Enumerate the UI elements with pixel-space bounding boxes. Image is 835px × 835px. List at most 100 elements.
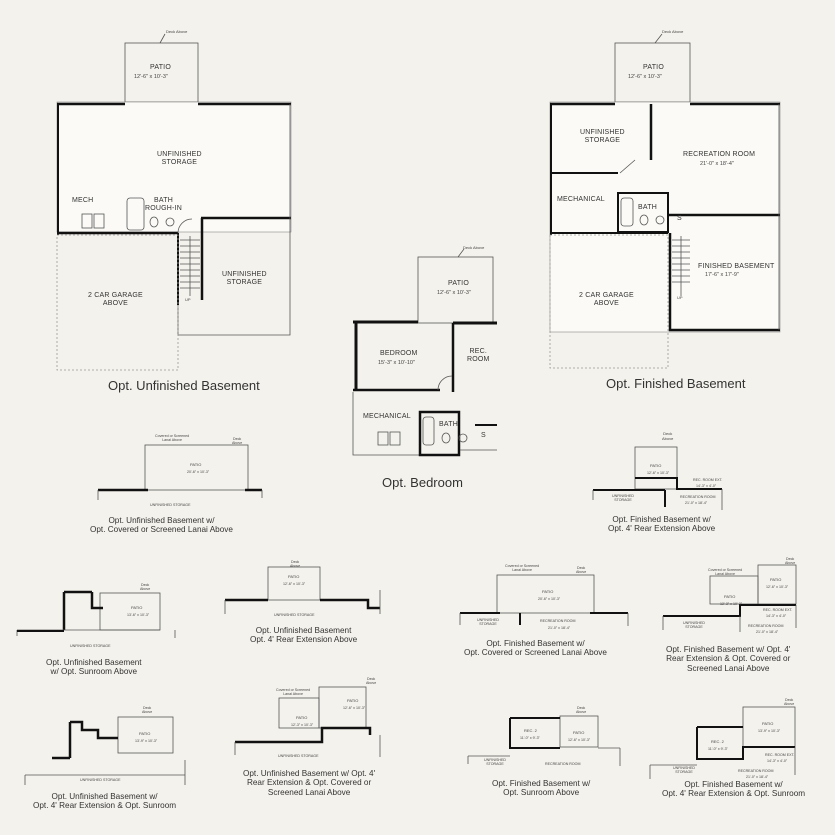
rec-room-ext-dimensions: 14'-3" x 4'-0" xyxy=(767,759,788,763)
deck-above-label: Deck Above xyxy=(576,566,587,575)
rec-room-ext-label: REC. ROOM EXT. xyxy=(763,608,793,612)
deck-above-label: Deck Above xyxy=(366,677,377,686)
plan-bedroom xyxy=(352,248,497,457)
rec-2-label: REC. 2 xyxy=(524,728,537,733)
recreation-room-dimensions: 21'-0" x 18'-4" xyxy=(756,630,779,634)
rec-2-label: REC. 2 xyxy=(711,739,724,744)
finished-basement-label: FINISHED BASEMENT xyxy=(698,263,775,270)
patio-dimensions: 20'-6" x 10'-3" xyxy=(187,470,210,474)
recreation-room-dimensions: 21'-0" x 18'-4" xyxy=(746,775,769,779)
caption-small-plan: Opt. Unfinished Basement w/ Opt. Sunroom… xyxy=(46,658,142,677)
stair-s-label: S xyxy=(481,432,486,439)
patio-label: PATIO xyxy=(347,698,359,703)
unfinished-storage-label: UNFINISHED STORAGE xyxy=(150,503,191,507)
patio-dimensions: 12'-6" x 10'-3" xyxy=(628,74,662,80)
patio-dimensions: 13'-9" x 10'-3" xyxy=(135,739,158,743)
deck-above-label: Deck Above xyxy=(166,29,188,34)
mech-label: MECH xyxy=(72,197,94,204)
caption-small-plan: Opt. Unfinished Basement Opt. 4' Rear Ex… xyxy=(250,626,358,645)
caption-small-plan: Opt. Finished Basement w/ Opt. 4' Rear E… xyxy=(666,645,791,673)
patio-label: PATIO xyxy=(573,730,585,735)
small-plans xyxy=(16,444,797,785)
caption-small-plan: Opt. Finished Basement w/ Opt. Covered o… xyxy=(464,639,607,658)
bedroom-label: BEDROOM xyxy=(380,350,418,357)
patio-label: PATIO xyxy=(650,463,662,468)
bath-rough-in-label: BATH ROUGH-IN xyxy=(145,197,182,213)
rec-room-ext-dimensions: 14'-3" x 4'-0" xyxy=(766,614,787,618)
lanai-above-label: Covered or Screened Lanai Above xyxy=(708,568,743,577)
deck-above-label: Deck Above xyxy=(662,29,684,34)
caption-small-plan: Opt. Finished Basement w/ Opt. 4' Rear E… xyxy=(608,515,716,534)
caption-small-plan: Opt. Finished Basement w/ Opt. Sunroom A… xyxy=(492,779,591,798)
recreation-room-label: RECREATION ROOM xyxy=(680,495,716,499)
lanai-above-label: Covered or Screened Lanai Above xyxy=(505,564,540,573)
mechanical-label: MECHANICAL xyxy=(363,413,411,420)
garage-label: 2 CAR GARAGE ABOVE xyxy=(88,292,143,308)
plan-finished-basement xyxy=(549,33,781,369)
patio-label-2: PATIO xyxy=(724,594,736,599)
recreation-room-dimensions: 21'-0" x 18'-4" xyxy=(685,501,708,505)
bedroom-dimensions: 15'-3" x 10'-10" xyxy=(378,360,415,366)
deck-above-label: Deck Above xyxy=(142,706,153,715)
patio-label: PATIO xyxy=(770,577,782,582)
deck-above-label: Deck Above xyxy=(290,560,301,569)
rec-room-ext-dimensions: 14'-3" x 4'-0" xyxy=(696,484,717,488)
rec-room-label: REC. ROOM xyxy=(467,348,490,364)
patio-label: PATIO xyxy=(542,589,554,594)
patio-dimensions: 12'-6" x 10'-3" xyxy=(766,585,789,589)
caption-bedroom: Opt. Bedroom xyxy=(382,475,463,490)
lanai-above-label: Covered or Screened Lanai Above xyxy=(155,434,190,443)
unfinished-storage-label: UNFINISHED STORAGE xyxy=(157,151,202,167)
caption-small-plan: Opt. Finished Basement w/ Opt. 4' Rear E… xyxy=(662,780,806,799)
rec-2-dimensions: 11'-0" x 9'-3" xyxy=(520,736,540,740)
deck-above-label: Deck Above xyxy=(576,706,587,715)
deck-above-label: Deck Above xyxy=(662,431,674,441)
patio-dimensions: 12'-6" x 10'-3" xyxy=(437,290,471,296)
unfinished-storage-label: UNFINISHED STORAGE xyxy=(484,758,506,767)
caption-unfinished-basement: Opt. Unfinished Basement xyxy=(108,378,260,393)
rec-2-dimensions: 11'-0" x 9'-3" xyxy=(708,747,728,751)
deck-above-label: Deck Above xyxy=(784,698,795,707)
patio-dimensions: 13'-9" x 10'-3" xyxy=(758,729,781,733)
unfinished-storage-label: UNFINISHED STORAGE xyxy=(70,644,111,648)
unfinished-storage-label: UNFINISHED STORAGE xyxy=(278,754,319,758)
patio-label: PATIO xyxy=(190,462,202,467)
patio-dimensions: 12'-6" x 10'-3" xyxy=(134,74,168,80)
plan-unfinished-basement xyxy=(56,33,292,371)
recreation-room-label: RECREATION ROOM xyxy=(748,624,784,628)
lanai-above-label: Covered or Screened Lanai Above xyxy=(276,688,311,697)
mechanical-label: MECHANICAL xyxy=(557,196,605,203)
patio-dimensions: 13'-6" x 10'-3" xyxy=(127,613,150,617)
bath-label: BATH xyxy=(439,421,458,428)
unfinished-storage-label: UNFINISHED STORAGE xyxy=(80,778,121,782)
caption-small-plan: Opt. Unfinished Basement w/ Opt. 4' Rear… xyxy=(243,769,376,797)
up-label: UP xyxy=(185,297,191,302)
patio-label: PATIO xyxy=(288,574,300,579)
patio-dimensions-2: 12'-3" x 10'-3" xyxy=(720,602,743,606)
rec-room-ext-label: REC. ROOM EXT. xyxy=(693,478,723,482)
caption-small-plan: Opt. Unfinished Basement w/ Opt. 4' Rear… xyxy=(33,792,177,811)
recreation-room-dimensions: 21'-0" x 18'-4" xyxy=(700,161,734,167)
patio-dimensions: 12'-6" x 10'-3" xyxy=(647,471,670,475)
patio-dimensions-2: 12'-3" x 10'-3" xyxy=(291,723,314,727)
stair-s-label: S xyxy=(677,215,682,222)
unfinished-storage-label: UNFINISHED STORAGE xyxy=(274,613,315,617)
patio-dimensions: 12'-6" x 10'-3" xyxy=(283,582,306,586)
patio-label: PATIO xyxy=(643,64,664,71)
deck-above-label: Deck Above xyxy=(140,583,151,592)
patio-label-2: PATIO xyxy=(296,715,308,720)
recreation-room-label: RECREATION ROOM xyxy=(738,769,774,773)
deck-above-label: Deck Above xyxy=(463,245,485,250)
bath-label: BATH xyxy=(638,204,657,211)
recreation-room-label: RECREATION ROOM xyxy=(540,619,576,623)
unfinished-storage-label: UNFINISHED STORAGE xyxy=(477,618,499,627)
recreation-room-label: RECREATION ROOM xyxy=(683,151,756,158)
unfinished-storage-label: UNFINISHED STORAGE xyxy=(673,766,695,775)
patio-label: PATIO xyxy=(150,64,171,71)
patio-label: PATIO xyxy=(762,721,774,726)
unfinished-storage-label: UNFINISHED STORAGE xyxy=(612,494,634,503)
deck-above-label: Deck Above xyxy=(785,557,796,566)
patio-dimensions: 12'-6" x 10'-3" xyxy=(343,706,366,710)
garage-label: 2 CAR GARAGE ABOVE xyxy=(579,292,634,308)
